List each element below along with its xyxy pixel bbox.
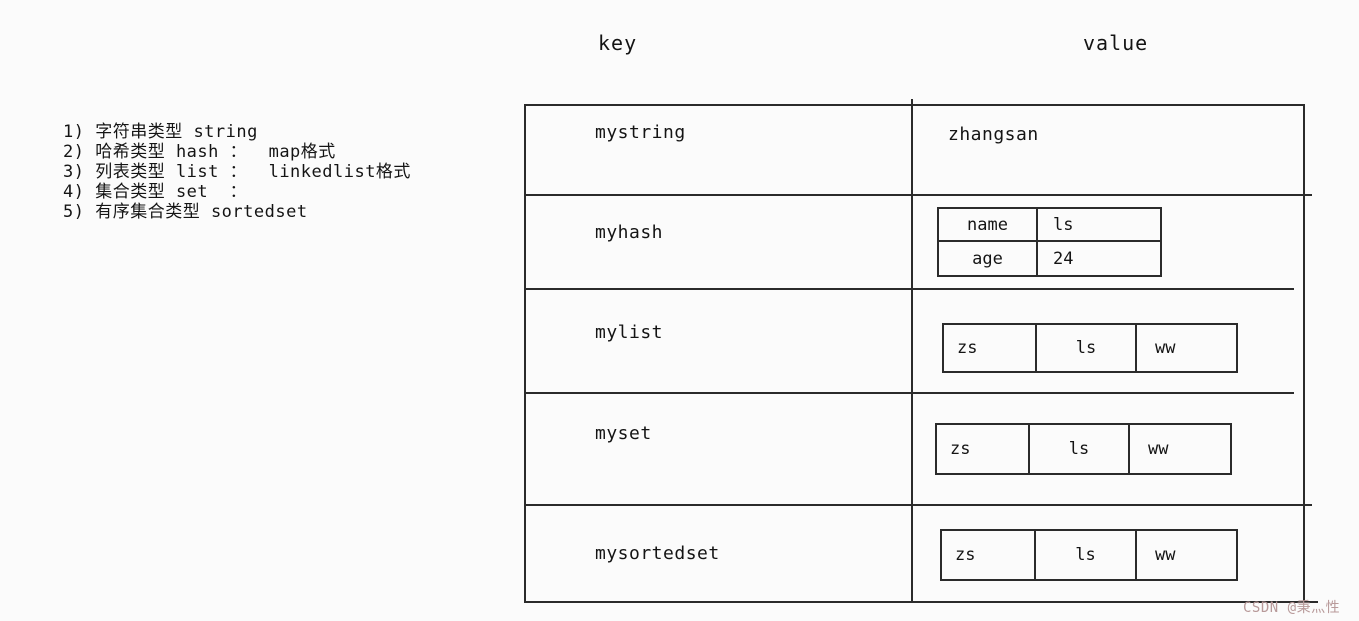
value-column-header: value <box>1083 31 1149 55</box>
list-item-cell: zs <box>944 325 1037 371</box>
note-line: 3) 列表类型 list ： linkedlist格式 <box>63 162 411 182</box>
hash-field-cell: name <box>939 209 1038 242</box>
hash-value-cell: ls <box>1038 209 1160 242</box>
note-line: 2) 哈希类型 hash ： map格式 <box>63 142 336 162</box>
csdn-watermark: CSDN @秉灬性 <box>1243 600 1341 616</box>
sortedset-value-table: zs ls ww <box>940 529 1238 581</box>
column-divider-line <box>911 99 913 603</box>
key-cell-mysortedset: mysortedset <box>595 543 720 564</box>
redis-types-note-list: 1) 字符串类型 string 2) 哈希类型 hash ： map格式 3) … <box>63 122 411 222</box>
row-separator-line <box>524 288 1294 290</box>
list-item-cell: ls <box>1037 325 1137 371</box>
row-separator-line <box>524 392 1294 394</box>
value-cell-string: zhangsan <box>948 124 1039 145</box>
key-column-header: key <box>598 31 638 55</box>
row-separator-line <box>524 194 1312 196</box>
note-line: 1) 字符串类型 string <box>63 122 258 142</box>
key-cell-mylist: mylist <box>595 322 664 343</box>
list-item-cell: ww <box>1155 338 1176 358</box>
bottom-border-overshoot-line <box>1305 601 1318 603</box>
set-item-cell: ww <box>1148 439 1169 459</box>
row-separator-line <box>524 504 1312 506</box>
set-value-table: zs ls ww <box>935 423 1232 475</box>
note-line: 4) 集合类型 set ： <box>63 182 248 202</box>
key-value-table <box>524 104 1305 603</box>
sortedset-item-cell: zs <box>942 531 1036 579</box>
sortedset-item-cell: ls <box>1036 531 1137 579</box>
list-value-table: zs ls ww <box>942 323 1238 373</box>
key-cell-mystring: mystring <box>595 122 686 143</box>
key-cell-myset: myset <box>595 423 652 444</box>
key-cell-myhash: myhash <box>595 222 664 243</box>
note-line: 5) 有序集合类型 sortedset <box>63 202 308 222</box>
hash-value-table: name ls age 24 <box>937 207 1162 277</box>
sortedset-item-cell: ww <box>1155 545 1176 565</box>
hash-field-cell: age <box>939 242 1038 275</box>
set-item-cell: zs <box>937 425 1030 473</box>
hash-value-cell: 24 <box>1053 248 1074 269</box>
set-item-cell: ls <box>1030 425 1130 473</box>
